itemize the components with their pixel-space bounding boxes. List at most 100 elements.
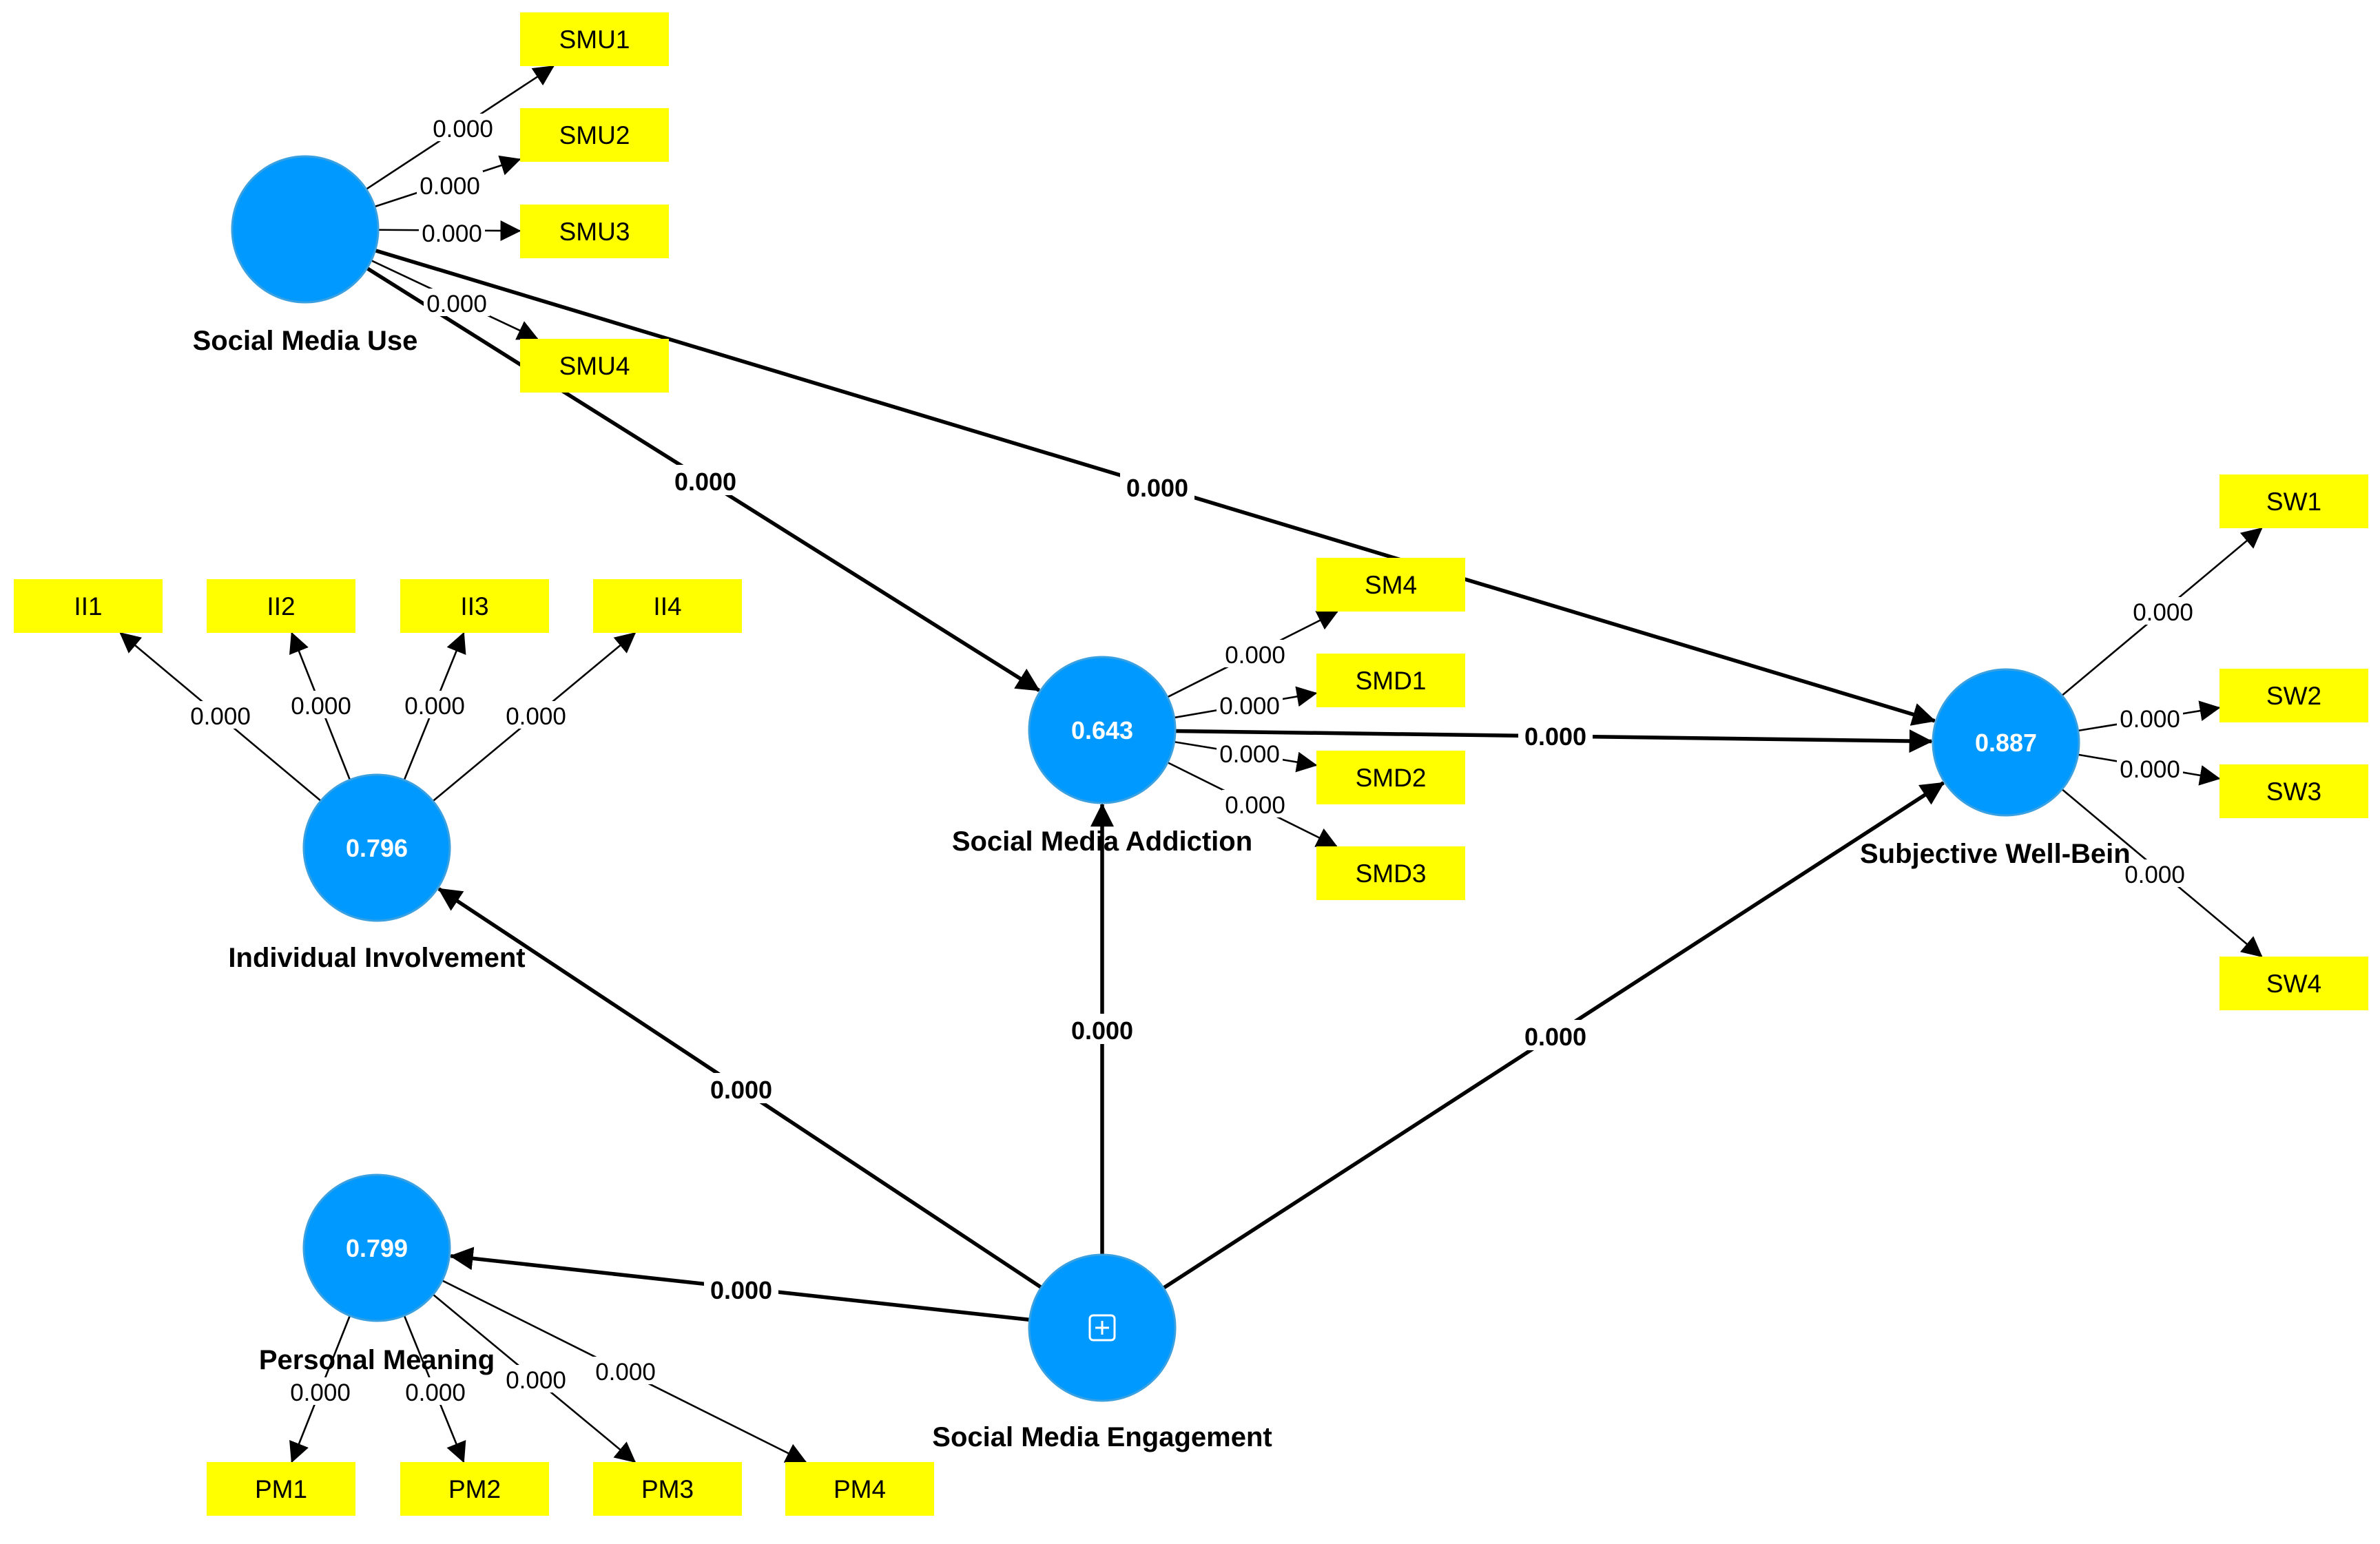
construct-name: Subjective Well-Bein	[1860, 839, 2131, 869]
indicator-sm4[interactable]: SM4	[1316, 558, 1465, 612]
indicator-label: SMU4	[559, 352, 630, 380]
indicator-smu4[interactable]: SMU4	[520, 339, 669, 393]
indicator-smu3[interactable]: SMU3	[520, 205, 669, 258]
construct-ii[interactable]: 0.796	[302, 773, 451, 922]
indicator-smd1[interactable]: SMD1	[1316, 654, 1465, 707]
loading-value-smd2: 0.000	[1219, 741, 1280, 768]
loading-label-bg	[419, 218, 485, 246]
indicator-pm1[interactable]: PM1	[207, 1462, 355, 1516]
loading-label-bg	[1222, 790, 1288, 817]
construct-name: Social Media Engagement	[932, 1422, 1272, 1452]
indicator-sw1[interactable]: SW1	[2219, 474, 2368, 528]
indicator-box[interactable]	[1316, 846, 1465, 900]
construct-circle[interactable]	[302, 1173, 451, 1322]
construct-circle[interactable]	[1028, 656, 1177, 804]
indicator-label: SMD1	[1356, 667, 1427, 695]
indicator-sw3[interactable]: SW3	[2219, 764, 2368, 818]
path-label-bg	[1518, 1020, 1593, 1050]
indicator-label: SMU1	[559, 25, 630, 54]
indicator-smd2[interactable]: SMD2	[1316, 751, 1465, 804]
indicator-label: PM4	[834, 1475, 886, 1503]
loading-value-ii4: 0.000	[506, 703, 566, 730]
construct-sma[interactable]: 0.643	[1028, 656, 1177, 804]
indicator-smu2[interactable]: SMU2	[520, 108, 669, 162]
indicator-ii4[interactable]: II4	[593, 579, 742, 633]
path-label-bg	[704, 1273, 778, 1304]
path-value-sme-sma: 0.000	[1071, 1016, 1133, 1045]
construct-swb[interactable]: 0.887	[1932, 668, 2080, 817]
loading-label-bg	[2122, 859, 2188, 887]
path-value-smu-swb: 0.000	[1126, 474, 1188, 502]
path-value-sme-pm: 0.000	[710, 1276, 772, 1304]
indicator-label: SMD3	[1356, 859, 1427, 888]
loading-value-pm1: 0.000	[290, 1379, 351, 1406]
construct-sme[interactable]	[1028, 1253, 1177, 1402]
indicator-label: PM1	[255, 1475, 307, 1503]
indicator-box[interactable]	[400, 579, 549, 633]
construct-r2-value: 0.796	[346, 834, 408, 862]
indicator-box[interactable]	[2219, 669, 2368, 722]
indicator-box[interactable]	[520, 205, 669, 258]
loading-value-smd3: 0.000	[1225, 792, 1285, 819]
loading-value-pm2: 0.000	[405, 1379, 466, 1406]
indicator-box[interactable]	[520, 108, 669, 162]
indicator-box[interactable]	[1316, 751, 1465, 804]
loading-label-bg	[503, 1365, 569, 1392]
indicator-label: SW1	[2266, 488, 2321, 516]
construct-r2-value: 0.799	[346, 1234, 408, 1262]
indicator-label: SW3	[2266, 778, 2321, 806]
loading-value-pm3: 0.000	[506, 1367, 566, 1394]
indicator-ii3[interactable]: II3	[400, 579, 549, 633]
indicator-box[interactable]	[207, 1462, 355, 1516]
indicator-box[interactable]	[207, 579, 355, 633]
indicator-smd3[interactable]: SMD3	[1316, 846, 1465, 900]
indicator-box[interactable]	[14, 579, 163, 633]
loading-label-bg	[288, 691, 354, 718]
indicator-pm3[interactable]: PM3	[593, 1462, 742, 1516]
loading-label-bg	[402, 691, 468, 718]
indicator-label: PM2	[448, 1475, 501, 1503]
construct-pm[interactable]: 0.799	[302, 1173, 451, 1322]
loading-value-ii3: 0.000	[404, 693, 465, 720]
path-label-bg	[1120, 471, 1194, 501]
indicator-box[interactable]	[400, 1462, 549, 1516]
construct-r2-value: 0.643	[1071, 716, 1133, 744]
indicator-pm4[interactable]: PM4	[785, 1462, 934, 1516]
indicator-ii1[interactable]: II1	[14, 579, 163, 633]
loading-label-bg	[424, 289, 490, 316]
indicator-sw2[interactable]: SW2	[2219, 669, 2368, 722]
loading-value-sm4: 0.000	[1225, 642, 1285, 669]
indicator-label: SM4	[1365, 571, 1417, 599]
indicator-box[interactable]	[2219, 957, 2368, 1010]
construct-r2-value: 0.887	[1975, 729, 2037, 757]
indicator-box[interactable]	[593, 1462, 742, 1516]
indicator-box[interactable]	[1316, 558, 1465, 612]
indicator-box[interactable]	[2219, 764, 2368, 818]
indicator-box[interactable]	[520, 12, 669, 66]
indicator-box[interactable]	[1316, 654, 1465, 707]
indicator-label: II3	[460, 592, 488, 620]
indicator-box[interactable]	[785, 1462, 934, 1516]
construct-name: Social Media Addiction	[952, 826, 1252, 857]
indicator-box[interactable]	[520, 339, 669, 393]
construct-circle[interactable]	[231, 155, 380, 304]
construct-smu[interactable]	[231, 155, 380, 304]
indicator-box[interactable]	[2219, 474, 2368, 528]
construct-circle[interactable]	[1932, 668, 2080, 817]
construct-circle[interactable]	[302, 773, 451, 922]
indicator-smu1[interactable]: SMU1	[520, 12, 669, 66]
path-label-bg	[668, 465, 743, 495]
expand-plus-icon[interactable]	[1088, 1314, 1116, 1342]
loading-label-bg	[430, 114, 496, 141]
path-value-smu-sma: 0.000	[674, 468, 736, 496]
loading-value-smu3: 0.000	[422, 220, 482, 247]
loading-value-ii1: 0.000	[190, 703, 251, 730]
indicator-pm2[interactable]: PM2	[400, 1462, 549, 1516]
loading-label-bg	[417, 171, 483, 198]
indicator-ii2[interactable]: II2	[207, 579, 355, 633]
indicator-box[interactable]	[593, 579, 742, 633]
indicator-label: PM3	[641, 1475, 694, 1503]
indicator-label: II2	[267, 592, 295, 620]
indicator-sw4[interactable]: SW4	[2219, 957, 2368, 1010]
